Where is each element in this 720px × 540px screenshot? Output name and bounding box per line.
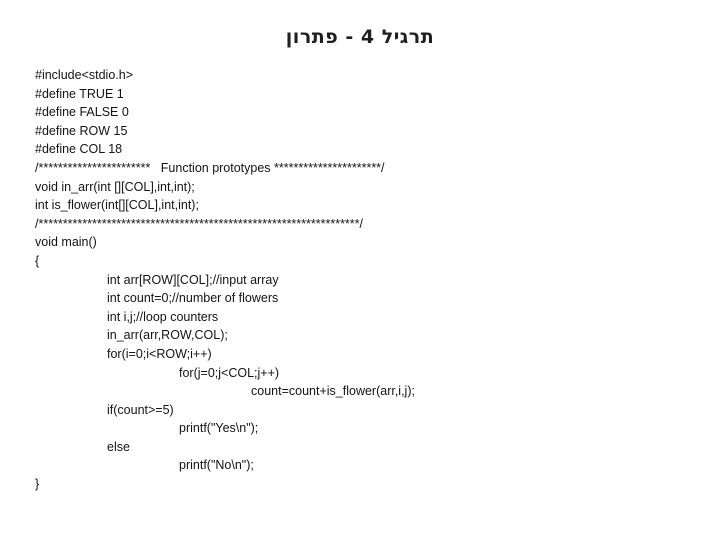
- code-line: #include<stdio.h>: [35, 68, 133, 82]
- code-line: #define ROW 15: [35, 123, 128, 138]
- code-line: }: [35, 477, 40, 492]
- code-block: #include<stdio.h> #define TRUE 1 #define F…: [35, 66, 705, 494]
- code-line: if(count>=5): [107, 402, 174, 417]
- code-line: #define COL 18: [35, 142, 123, 157]
- code-line: int i,j;//loop counters: [107, 309, 219, 324]
- code-line: #define FALSE 0: [35, 105, 129, 120]
- code-line: int arr[ROW][COL];//input array: [107, 272, 279, 287]
- code-line: count=count+is_flower(arr,i,j);: [251, 384, 415, 399]
- code-line: void in_arr(int [][COL],int,int);: [35, 179, 195, 194]
- code-line: /*********************** Function protot…: [35, 160, 385, 175]
- code-line: {: [35, 253, 40, 268]
- slide-title: תרגיל 4 - פתרון: [285, 26, 435, 48]
- code-line: void main(): [35, 235, 97, 250]
- code-line: int is_flower(int[][COL],int,int);: [35, 198, 199, 213]
- code-line: for(i=0;i<ROW;i++): [107, 346, 212, 361]
- code-line: else: [107, 439, 130, 454]
- code-line: printf("No\n");: [179, 458, 254, 473]
- code-line: /***************************************…: [35, 216, 364, 231]
- code-line: int count=0;//number of flowers: [107, 291, 279, 306]
- code-line: printf("Yes\n");: [179, 421, 259, 436]
- code-line: for(j=0;j<COL;j++): [179, 365, 280, 380]
- code-line: in_arr(arr,ROW,COL);: [107, 328, 228, 343]
- code-line: #define TRUE 1: [35, 86, 124, 101]
